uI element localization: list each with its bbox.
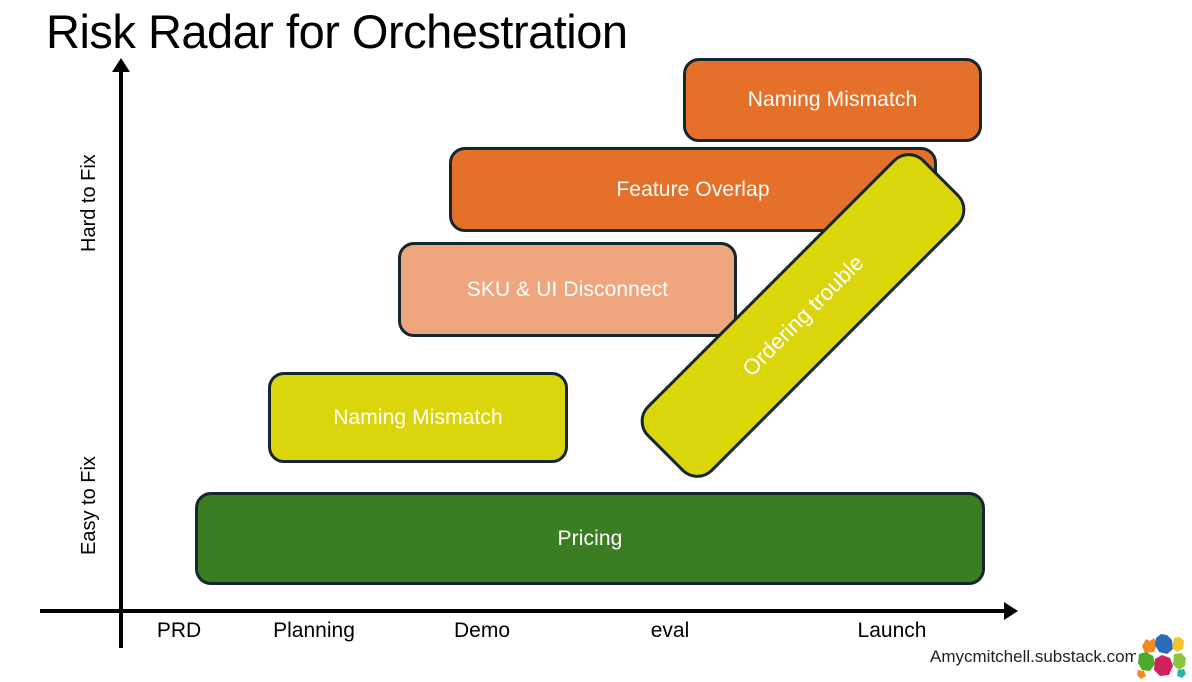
bar-naming-mismatch-hard[interactable]: Naming Mismatch: [683, 58, 982, 142]
bar-pricing[interactable]: Pricing: [195, 492, 985, 585]
x-axis-label-eval: eval: [650, 619, 690, 642]
x-axis-label-planning: Planning: [273, 619, 355, 642]
bar-sku-ui-disconnect[interactable]: SKU & UI Disconnect: [398, 242, 737, 337]
colorful-hands-logo: [1136, 632, 1188, 680]
page-title: Risk Radar for Orchestration: [46, 5, 628, 58]
bar-label-naming-mismatch-hard: Naming Mismatch: [747, 88, 918, 111]
x-axis-label-launch: Launch: [857, 619, 927, 642]
x-axis-line: [40, 609, 1008, 613]
y-axis-label-hard-to-fix: Hard to Fix: [78, 154, 100, 252]
y-axis-label-easy-to-fix: Easy to Fix: [78, 456, 100, 555]
bar-label-feature-overlap: Feature Overlap: [616, 177, 770, 201]
x-axis-arrow-icon: [1004, 602, 1018, 620]
bar-label-sku-ui-disconnect: SKU & UI Disconnect: [466, 277, 669, 301]
bar-naming-mismatch-easy[interactable]: Naming Mismatch: [268, 372, 568, 463]
bar-label-ordering-trouble: Ordering trouble: [737, 249, 869, 381]
y-axis-arrow-icon: [112, 58, 130, 72]
bar-label-naming-mismatch-easy: Naming Mismatch: [333, 405, 503, 429]
bar-label-pricing: Pricing: [557, 526, 623, 550]
y-axis-line: [119, 70, 123, 648]
bar-feature-overlap[interactable]: Feature Overlap: [449, 147, 937, 232]
x-axis-label-demo: Demo: [453, 619, 511, 642]
footer-url: Amycmitchell.substack.com: [930, 647, 1139, 666]
x-axis-label-prd: PRD: [156, 619, 202, 642]
